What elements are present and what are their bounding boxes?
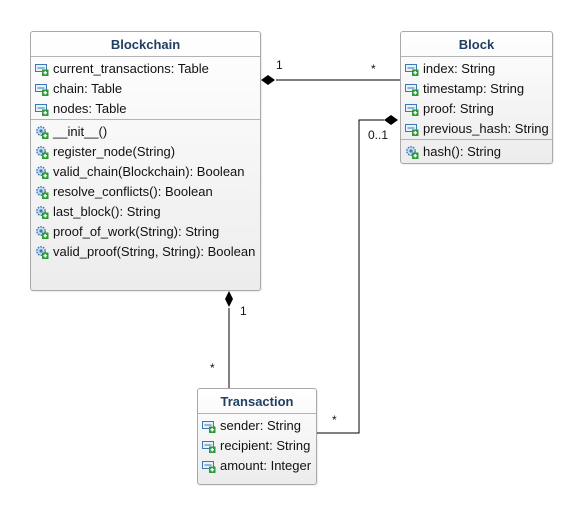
attribute-label: current_transactions: Table [53, 61, 209, 76]
multiplicity-transaction-end: * [210, 361, 215, 375]
operation-label: __init__() [53, 124, 108, 139]
attribute-label: index: String [423, 61, 496, 76]
attribute-icon [401, 122, 423, 136]
operation-label: hash(): String [423, 144, 502, 159]
operation-row[interactable]: __init__() [31, 122, 260, 142]
operation-gear-icon [31, 165, 53, 179]
attribute-label: previous_hash: String [423, 121, 549, 136]
multiplicity-block-transaction-end: 0..1 [368, 128, 389, 142]
attribute-icon [401, 62, 423, 76]
class-title: Transaction [198, 389, 316, 414]
attribute-icon [401, 102, 423, 116]
attribute-icon [198, 419, 220, 433]
attribute-label: nodes: Table [53, 101, 127, 116]
operation-label: register_node(String) [53, 144, 176, 159]
attribute-row[interactable]: current_transactions: Table [31, 59, 260, 79]
operation-row[interactable]: valid_proof(String, String): Boolean [31, 242, 260, 262]
multiplicity-block-end: * [371, 62, 376, 76]
operation-row[interactable]: hash(): String [401, 142, 552, 162]
attribute-row[interactable]: chain: Table [31, 79, 260, 99]
operation-row[interactable]: last_block(): String [31, 202, 260, 222]
class-title: Blockchain [31, 32, 260, 57]
multiplicity-blockchain-transaction-end: 1 [240, 304, 247, 318]
attribute-row[interactable]: amount: Integer [198, 456, 316, 476]
block-transaction-composition-line [317, 119, 384, 434]
operation-label: valid_chain(Blockchain): Boolean [53, 164, 245, 179]
attribute-row[interactable]: sender: String [198, 416, 316, 436]
attribute-icon [31, 62, 53, 76]
operation-row[interactable]: valid_chain(Blockchain): Boolean [31, 162, 260, 182]
attribute-row[interactable]: index: String [401, 59, 552, 79]
block-transaction-diamond [384, 115, 398, 125]
blockchain-transaction-diamond [225, 291, 233, 307]
attribute-row[interactable]: timestamp: String [401, 79, 552, 99]
attribute-icon [198, 459, 220, 473]
attribute-row[interactable]: proof: String [401, 99, 552, 119]
class-block[interactable]: Block index: String timestamp: String pr… [400, 31, 553, 164]
operation-gear-icon [31, 185, 53, 199]
attribute-label: chain: Table [53, 81, 123, 96]
operation-gear-icon [31, 225, 53, 239]
attribute-label: proof: String [423, 101, 494, 116]
operation-label: resolve_conflicts(): Boolean [53, 184, 213, 199]
attribute-list: sender: String recipient: String amount:… [198, 414, 316, 476]
attribute-icon [31, 82, 53, 96]
attribute-row[interactable]: recipient: String [198, 436, 316, 456]
multiplicity-blockchain-end: 1 [276, 58, 283, 72]
operation-gear-icon [31, 125, 53, 139]
attribute-list: current_transactions: Table chain: Table… [31, 57, 260, 119]
attribute-icon [198, 439, 220, 453]
attribute-label: sender: String [220, 418, 301, 433]
attribute-list: index: String timestamp: String proof: S… [401, 57, 552, 139]
operation-gear-icon [31, 245, 53, 259]
operation-row[interactable]: register_node(String) [31, 142, 260, 162]
multiplicity-transaction-block-end: * [332, 413, 337, 427]
operation-list: hash(): String [401, 139, 552, 162]
operation-row[interactable]: resolve_conflicts(): Boolean [31, 182, 260, 202]
attribute-label: timestamp: String [423, 81, 525, 96]
operation-gear-icon [31, 205, 53, 219]
operation-label: valid_proof(String, String): Boolean [53, 244, 256, 259]
class-title: Block [401, 32, 552, 57]
operation-row[interactable]: proof_of_work(String): String [31, 222, 260, 242]
class-blockchain[interactable]: Blockchain current_transactions: Table c… [30, 31, 261, 291]
attribute-icon [401, 82, 423, 96]
attribute-row[interactable]: previous_hash: String [401, 119, 552, 139]
attribute-icon [31, 102, 53, 116]
class-transaction[interactable]: Transaction sender: String recipient: St… [197, 388, 317, 485]
attribute-label: amount: Integer [220, 458, 312, 473]
operation-label: proof_of_work(String): String [53, 224, 220, 239]
operation-gear-icon [31, 145, 53, 159]
operation-gear-icon [401, 145, 423, 159]
operation-list: __init__() register_node(String) valid_c… [31, 119, 260, 262]
blockchain-block-diamond [261, 75, 275, 85]
operation-label: last_block(): String [53, 204, 161, 219]
attribute-row[interactable]: nodes: Table [31, 99, 260, 119]
attribute-label: recipient: String [220, 438, 311, 453]
